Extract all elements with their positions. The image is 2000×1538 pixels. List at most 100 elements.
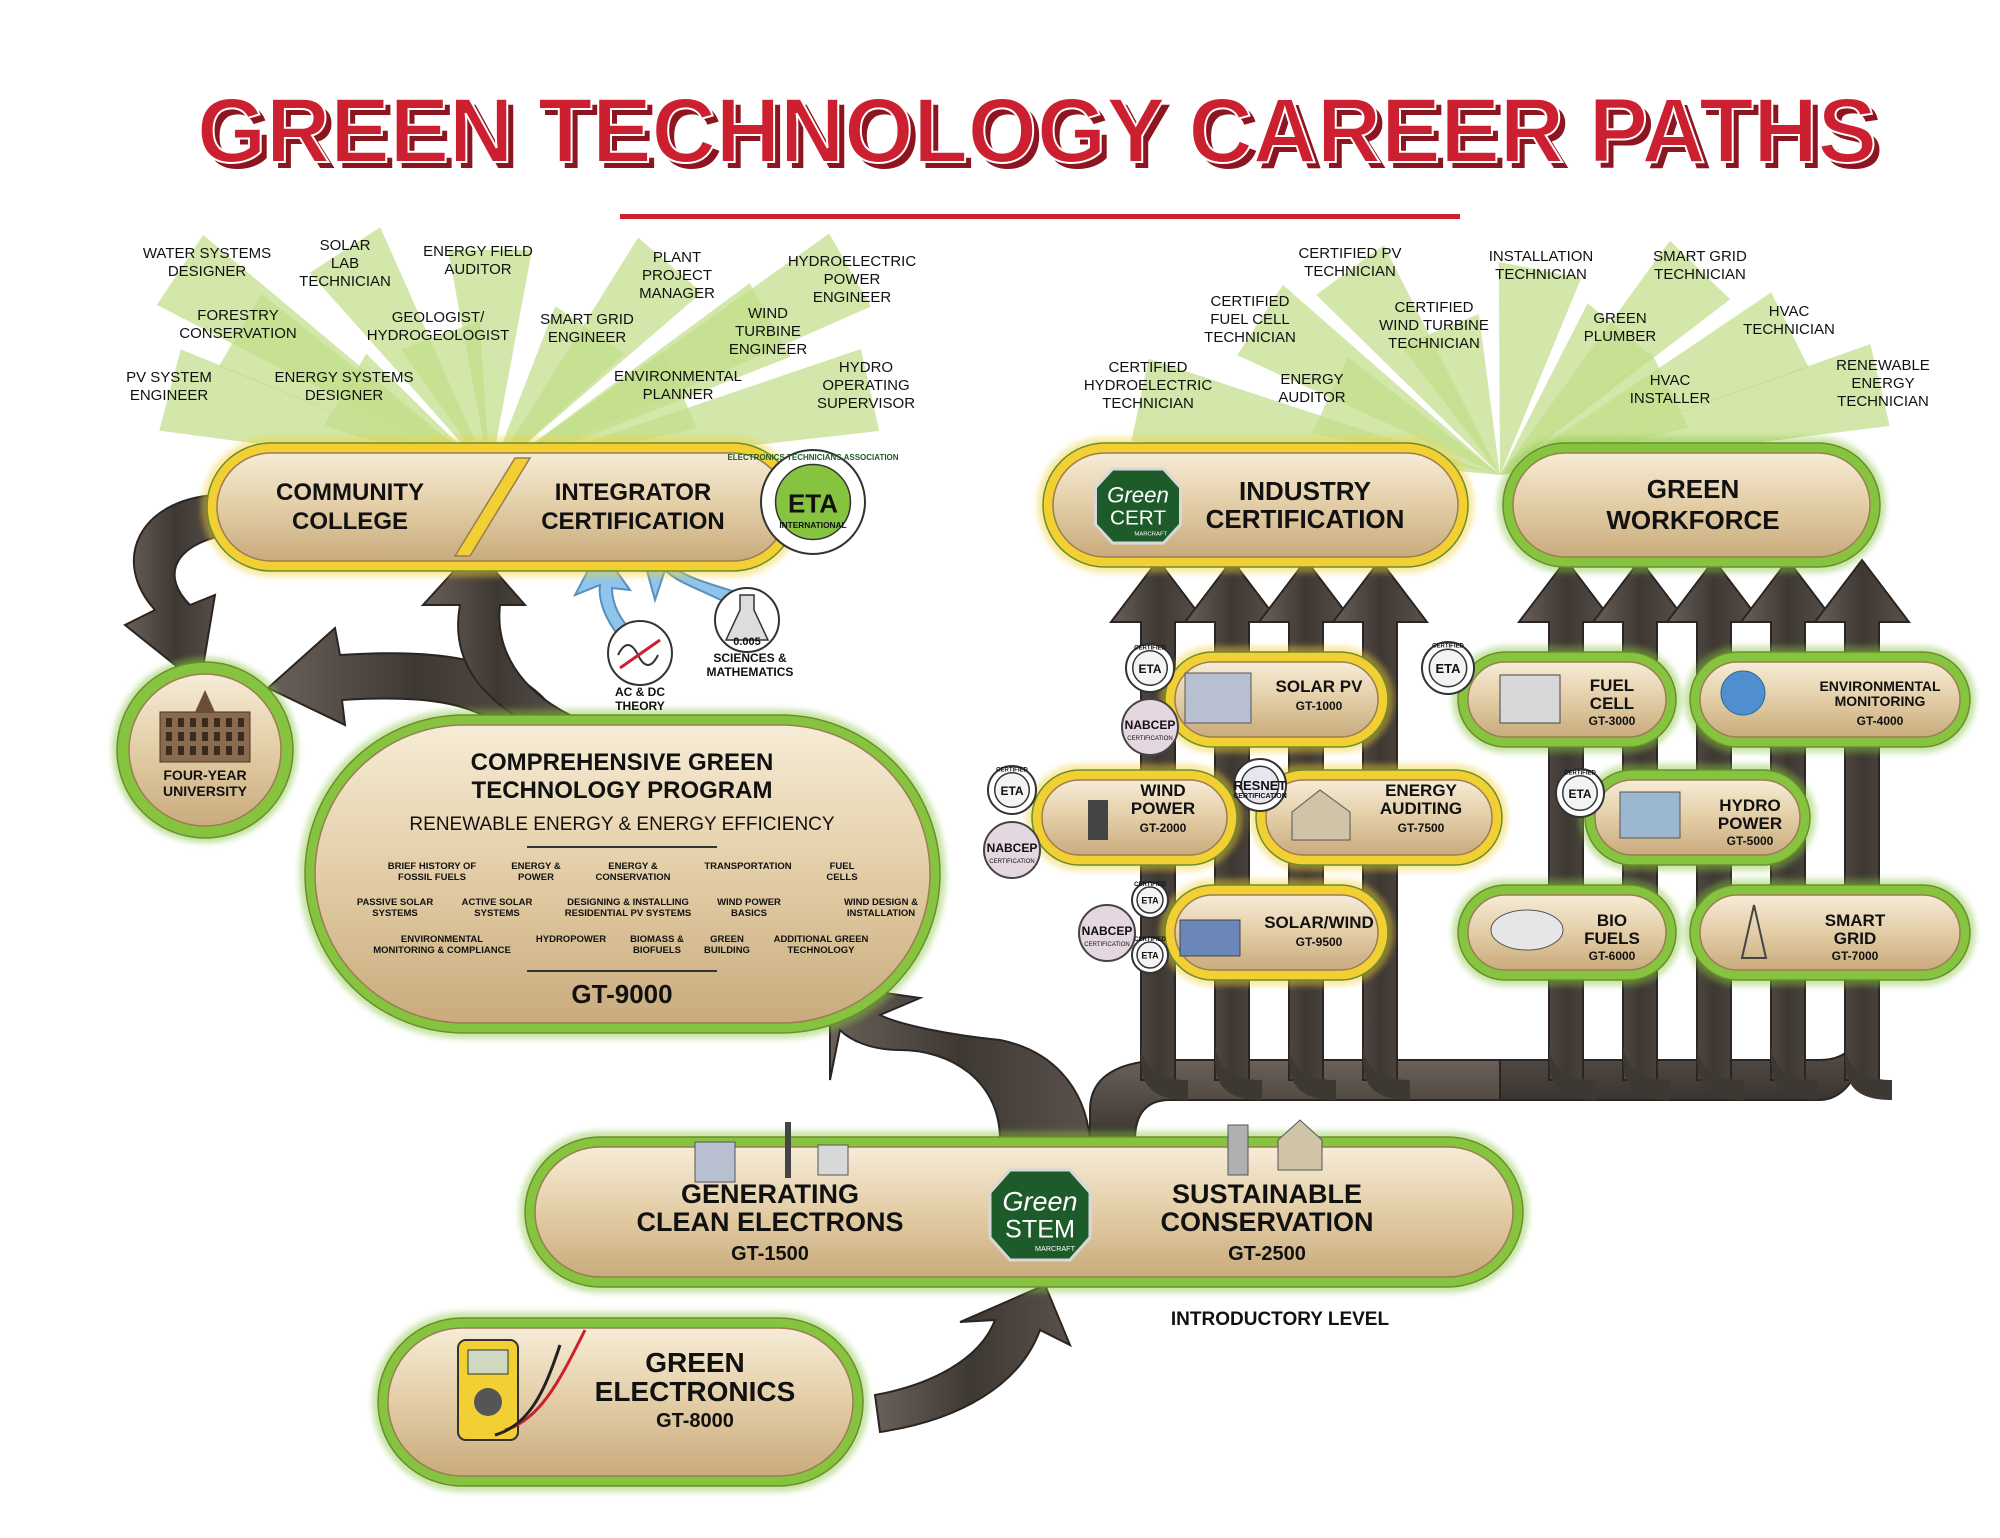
arrow-base-8 — [1845, 1040, 1892, 1100]
industry-cert-label-line: INDUSTRY — [1239, 476, 1371, 506]
career-left-3-line: PLANT — [653, 249, 701, 266]
eta-badge-fuelcell-inner — [1428, 648, 1468, 688]
workforce-course-name-2-line: POWER — [1718, 814, 1782, 833]
arrow-electronics-to-intro — [873, 1283, 1072, 1434]
topic-0-2-line: ENERGY & — [608, 861, 658, 872]
industry-course-name-0: SOLAR PV — [1276, 677, 1364, 696]
career-left-8-line: TURBINE — [735, 323, 801, 340]
career-right-3-line: TECHNICIAN — [1102, 395, 1194, 412]
sciences-icon: 0.005 — [714, 587, 780, 653]
topic-2-3-line: BUILDING — [704, 945, 750, 956]
career-right-2-line: WIND TURBINE — [1379, 317, 1489, 334]
industry-course-code-1: GT-2000 — [1140, 821, 1187, 835]
house-icon — [1291, 789, 1351, 841]
building-window — [214, 746, 220, 755]
career-right-4-line: ENERGY — [1280, 371, 1343, 388]
comprehensive-pill — [299, 709, 946, 1039]
industry-course-code-0: GT-1000 — [1296, 699, 1343, 713]
career-left-5-line: CONSERVATION — [179, 325, 297, 342]
green-workforce-pill — [1497, 437, 1886, 573]
career-right-9-line: INSTALLER — [1630, 390, 1711, 407]
building-window — [166, 732, 172, 741]
career-right-7-line: PLUMBER — [1584, 328, 1657, 345]
topic-0-1-line: ENERGY & — [511, 861, 561, 872]
career-right-5-line: INSTALLATION — [1489, 248, 1593, 265]
globe-icon — [1720, 670, 1766, 716]
building-window — [214, 732, 220, 741]
topic-1-2-line: RESIDENTIAL PV SYSTEMS — [565, 908, 692, 919]
eta-seal-label: ETA — [788, 488, 838, 518]
resnet-badge-sub: CERTIFICATION — [1233, 793, 1287, 800]
comprehensive-rule-top — [527, 846, 717, 848]
eta-seal-ring-text: ELECTRONICS TECHNICIANS ASSOCIATION — [727, 453, 898, 462]
eta-badge-fuelcell-top: CERTIFIED — [1432, 644, 1464, 650]
nabcep-solar-ring — [1121, 698, 1179, 756]
career-right-5-line: TECHNICIAN — [1495, 266, 1587, 283]
eta-badge-solarwind-bottom-top: CERTIFIED — [1134, 937, 1166, 943]
multimeter-dial — [474, 1388, 502, 1416]
ac-dc-theory-icon — [607, 620, 673, 686]
career-ray — [1316, 245, 1500, 475]
workforce-course-name-4-line: SMART — [1825, 911, 1886, 930]
career-ray — [1500, 303, 1653, 475]
career-right-6-line: SMART GRID — [1653, 248, 1747, 265]
workforce-course-pill-0-body — [1467, 661, 1667, 738]
green-cert-badge-line2: CERT — [1110, 507, 1166, 530]
wind-turbine-icon — [1088, 800, 1108, 840]
eta-seal-sub: INTERNATIONAL — [779, 520, 846, 530]
career-ray — [448, 250, 532, 475]
resnet-badge-inner — [1240, 765, 1280, 805]
career-left-0-line: DESIGNER — [168, 263, 247, 280]
career-left-11-line: ENVIRONMENTAL — [614, 368, 742, 385]
university-building-icon — [159, 690, 251, 763]
four-year-university — [112, 657, 298, 843]
solar-wind-icon — [1179, 919, 1241, 957]
workforce-course-pill-4 — [1684, 879, 1976, 986]
eta-badge-solarwind-top-top: CERTIFIED — [1134, 882, 1166, 888]
topic-0-2: ENERGY &CONSERVATION — [596, 861, 671, 883]
career-left-8-line: ENGINEER — [729, 341, 808, 358]
arrow-base-2 — [1289, 1040, 1336, 1100]
topic-0-4-line: FUEL — [830, 861, 855, 872]
career-left-8-line: WIND — [748, 305, 788, 322]
career-right-9-line: HVAC — [1650, 372, 1691, 389]
community-college-label-line: COLLEGE — [292, 508, 408, 535]
career-left-7-line: ENGINEER — [548, 329, 627, 346]
career-left-12-line: SUPERVISOR — [817, 395, 915, 412]
industry-cert-label-line: CERTIFICATION — [1206, 504, 1405, 534]
topic-1-0-line: PASSIVE SOLAR — [357, 897, 434, 908]
green-cert-badge-line1: Green — [1107, 482, 1169, 507]
workforce-course-name-3-line: BIO — [1597, 911, 1627, 930]
career-right-1-line: TECHNICIAN — [1204, 329, 1296, 346]
comprehensive-pill-body — [314, 724, 931, 1024]
workforce-course-name-0-line: FUEL — [1590, 676, 1634, 695]
topic-1-3-line: BASICS — [731, 908, 767, 919]
community-college-pill-body — [216, 452, 788, 562]
career-left-9-line: ENGINEER — [130, 387, 209, 404]
career-right-2-line: TECHNICIAN — [1388, 335, 1480, 352]
nabcep-wind-label: NABCEP — [987, 841, 1038, 855]
career-left-2-line: ENERGY FIELD — [423, 243, 533, 260]
eta-badge-hydro-inner — [1561, 774, 1599, 812]
eta-badge-hydro-label: ETA — [1568, 787, 1591, 801]
topic-1-4-line: WIND DESIGN & — [844, 897, 918, 908]
topic-1-2-line: DESIGNING & INSTALLING — [567, 897, 689, 908]
